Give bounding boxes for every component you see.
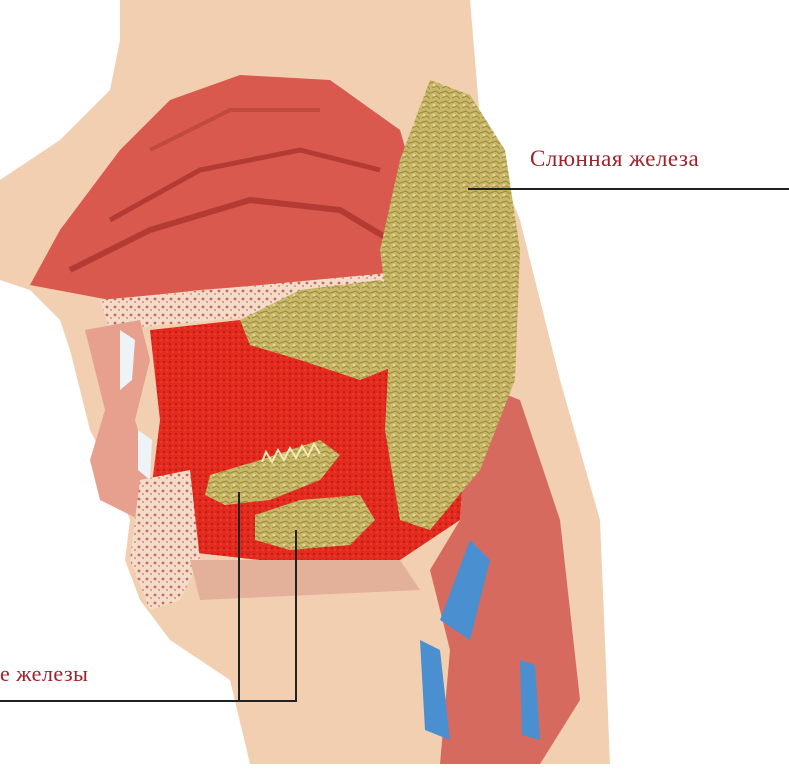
leader-line-top — [468, 188, 789, 190]
bottom-glands-label: е железы — [0, 661, 88, 687]
salivary-gland-label: Слюнная железа — [530, 146, 699, 172]
leader-line-bottom-horizontal — [0, 700, 297, 702]
leader-line-bottom-vertical-2 — [295, 530, 297, 702]
leader-line-bottom-vertical-1 — [238, 492, 240, 702]
